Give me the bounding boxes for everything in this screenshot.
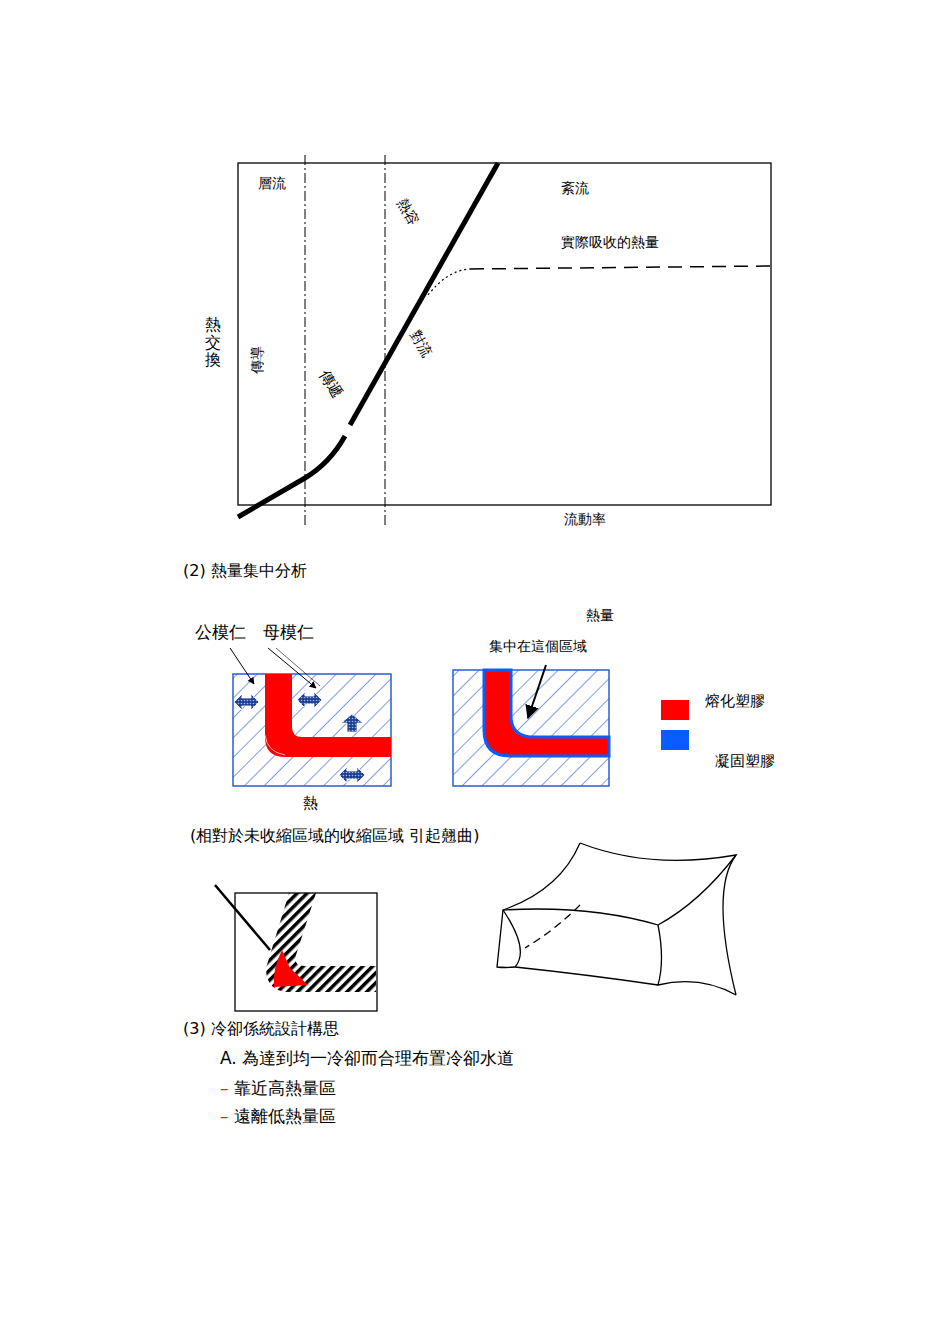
legend-swatch bbox=[661, 700, 689, 720]
annotation: 熱 bbox=[303, 794, 318, 812]
legend-text: 熔化塑膠 bbox=[705, 692, 765, 710]
part-name: 公模仁 bbox=[195, 622, 246, 642]
annotation: 熱量 bbox=[586, 608, 614, 625]
curve-label: 實際吸收的熱量 bbox=[561, 234, 659, 251]
legend-text: 凝固塑膠 bbox=[715, 752, 775, 770]
axis-title: 流動率 bbox=[564, 511, 606, 528]
mold-heat-flow bbox=[230, 648, 391, 786]
part-name: 母模仁 bbox=[263, 622, 314, 642]
axis-title: 熱交換 bbox=[205, 316, 221, 369]
mode-label: 對流 bbox=[406, 326, 437, 362]
warped-box bbox=[497, 843, 736, 995]
section-heading: (3) 冷卻係統設計構思 bbox=[183, 1019, 339, 1038]
note: (相對於未收縮區域的收縮區域 引起翹曲) bbox=[190, 821, 548, 850]
heat-exchange-chart bbox=[238, 155, 771, 527]
list-item: – 靠近高熱量區 bbox=[220, 1078, 336, 1098]
mold-heat-concentration bbox=[453, 665, 609, 786]
curve-label: 熱容 bbox=[393, 194, 424, 230]
list-item: – 遠離低熱量區 bbox=[220, 1106, 336, 1126]
warpage-corner bbox=[215, 885, 377, 1011]
mode-label: 傳導 bbox=[249, 344, 266, 376]
legend-swatch bbox=[661, 730, 689, 750]
section-heading: (2) 熱量集中分析 bbox=[183, 561, 307, 580]
regime-label: 紊流 bbox=[561, 180, 589, 197]
list-item: A. 為達到均一冷卻而合理布置冷卻水道 bbox=[220, 1048, 514, 1068]
mode-label: 傳遞 bbox=[315, 365, 348, 403]
annotation: 集中在這個區域 bbox=[489, 639, 587, 656]
regime-label: 層流 bbox=[258, 175, 286, 192]
